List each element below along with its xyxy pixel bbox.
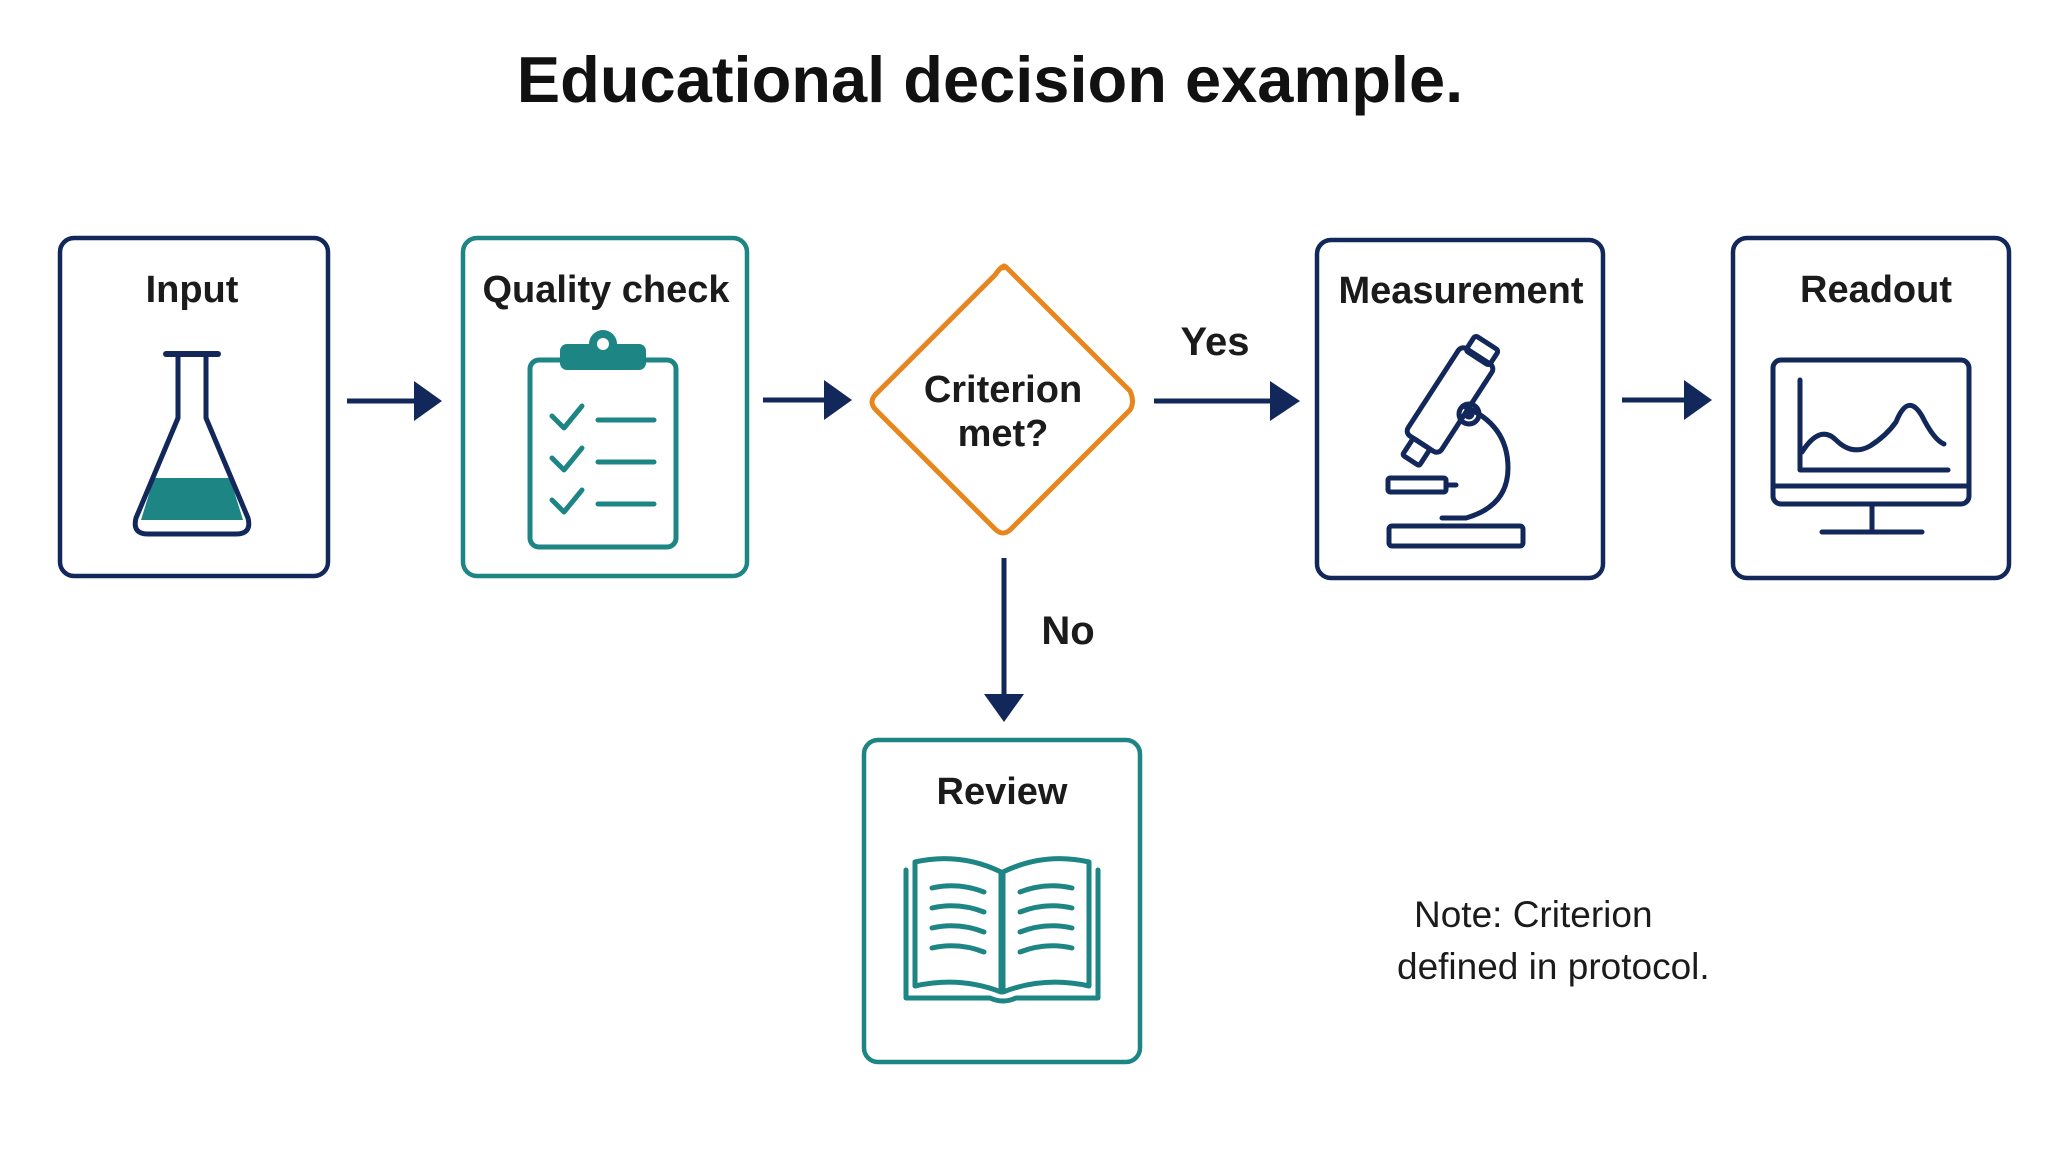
node-review-label: Review <box>937 771 1068 813</box>
clipboard-checklist-icon <box>527 330 679 550</box>
arrow-input-to-quality <box>347 381 442 421</box>
edge-label-yes: Yes <box>1181 320 1250 364</box>
arrow-measurement-to-readout <box>1622 380 1712 420</box>
node-readout: Readout <box>1730 235 2012 581</box>
node-review: Review <box>861 737 1143 1065</box>
monitor-chart-icon <box>1770 357 1972 535</box>
node-input: Input <box>57 235 331 579</box>
open-book-icon <box>903 856 1101 1004</box>
microscope-icon <box>1385 333 1526 549</box>
arrow-yes-to-measurement <box>1154 381 1300 421</box>
node-measurement: Measurement <box>1314 237 1606 581</box>
node-input-label: Input <box>146 269 239 311</box>
edge-label-no: No <box>1041 609 1094 653</box>
node-quality-check-label: Quality check <box>482 269 730 311</box>
decision-label-line2: met? <box>958 413 1049 455</box>
node-decision: Criterion met? <box>869 263 1135 536</box>
note-line-1: Note: Criterion <box>1414 894 1653 935</box>
node-quality-check: Quality check <box>460 235 750 579</box>
arrow-quality-to-decision <box>763 380 852 420</box>
protocol-note: Note: Criterion defined in protocol. <box>1397 894 1710 987</box>
flask-icon <box>132 351 252 537</box>
note-line-2: defined in protocol. <box>1397 946 1710 987</box>
node-measurement-label: Measurement <box>1339 270 1584 312</box>
arrow-no-to-review <box>984 558 1024 722</box>
node-readout-label: Readout <box>1800 269 1952 311</box>
decision-label-line1: Criterion <box>924 369 1082 411</box>
diagram-title: Educational decision example. <box>517 43 1463 116</box>
